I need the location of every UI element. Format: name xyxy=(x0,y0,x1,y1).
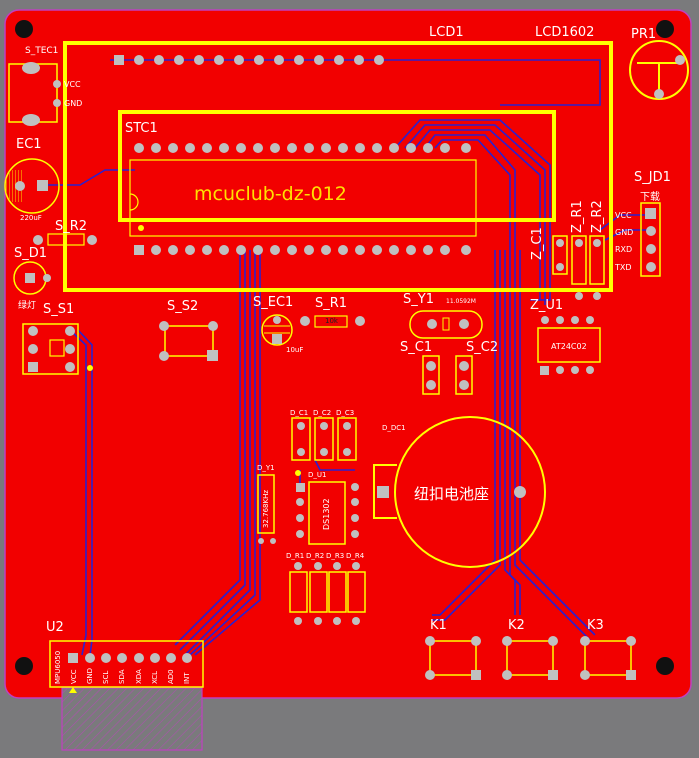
u2-pin-label: SCL xyxy=(102,670,110,684)
s-c2-footprint xyxy=(455,355,473,395)
d-r3-designator: D_R3 xyxy=(326,552,345,560)
k-buttons-footprints xyxy=(425,636,636,680)
s-jd1-note: 下载 xyxy=(640,192,660,203)
traces xyxy=(45,59,652,656)
u2-pin-label: AD0 xyxy=(167,669,175,684)
d-dc1-designator: D_DC1 xyxy=(382,424,406,432)
s-ec1-designator: S_EC1 xyxy=(253,295,294,310)
u2-pin-label: VCC xyxy=(70,669,78,684)
battery-holder-footprint xyxy=(373,416,546,568)
s-s2-designator: S_S2 xyxy=(167,299,199,314)
s-c2-designator: S_C2 xyxy=(466,340,499,355)
s-jd1-footprint xyxy=(640,202,661,277)
d-r1-designator: D_R1 xyxy=(286,552,305,560)
stc1-pads-bottom xyxy=(134,245,471,255)
jd-gnd-label: GND xyxy=(615,228,634,237)
s-ec1-footprint xyxy=(261,314,293,346)
d-r-footprints xyxy=(289,562,366,625)
d-u1-footprint xyxy=(296,481,359,545)
d-c-footprints xyxy=(291,417,357,461)
k1-designator: K1 xyxy=(430,618,447,633)
d-y1-designator: D_Y1 xyxy=(257,464,275,472)
u2-footprint xyxy=(49,640,204,693)
s-r2-footprint xyxy=(33,233,97,246)
lcd-header-pads xyxy=(114,55,384,65)
u2-pin-label: XCL xyxy=(151,670,159,684)
pr1-designator: PR1 xyxy=(631,27,657,42)
u2-pin-label: GND xyxy=(86,667,94,684)
tec-vcc-label: VCC xyxy=(64,80,81,89)
s-s1-designator: S_S1 xyxy=(43,302,75,317)
d-u1-part: DS1302 xyxy=(322,498,331,530)
lcd1-outline xyxy=(63,41,613,292)
s-d1-footprint xyxy=(13,261,51,295)
s-r2-designator: S_R2 xyxy=(55,219,88,234)
lcd1-designator: LCD1 xyxy=(429,25,464,40)
s-r1-value: 10k xyxy=(325,317,338,325)
u2-pin-label: SDA xyxy=(118,669,126,685)
s-s2-footprint xyxy=(159,321,218,361)
d-r2-designator: D_R2 xyxy=(306,552,325,560)
ec1-designator: EC1 xyxy=(16,137,42,152)
s-c1-designator: S_C1 xyxy=(400,340,433,355)
lcd1602-label: LCD1602 xyxy=(535,25,595,40)
z-c1-footprint xyxy=(552,235,568,275)
stc1-pads-top xyxy=(134,143,471,153)
d-y1-value: 32.768KHz xyxy=(262,489,270,528)
z-r2-designator: Z_R2 xyxy=(590,200,605,233)
u2-pin-label: INT xyxy=(183,672,191,684)
s-y1-value: 11.0592M xyxy=(446,298,476,305)
stc1-body xyxy=(129,159,477,237)
u2-part: MPU6050 xyxy=(54,650,62,684)
jd-rxd-label: RXD xyxy=(615,245,633,254)
d-c2-designator: D_C2 xyxy=(313,409,332,417)
s-r1-footprint xyxy=(300,315,365,328)
u2-pin-label: XDA xyxy=(135,669,143,684)
d-y1-footprint xyxy=(257,474,276,544)
s-s1-footprint xyxy=(22,323,79,375)
d-c1-designator: D_C1 xyxy=(290,409,309,417)
z-u1-footprint xyxy=(537,316,601,375)
k3-designator: K3 xyxy=(587,618,604,633)
tec-gnd-label: GND xyxy=(64,99,83,108)
z-u1-designator: Z_U1 xyxy=(530,298,564,313)
z-r2-footprint xyxy=(589,235,605,300)
ec1-value: 220uF xyxy=(20,214,42,222)
battery-label: 纽扣电池座 xyxy=(414,485,490,503)
s-r1-designator: S_R1 xyxy=(315,296,348,311)
pr1-footprint xyxy=(629,40,689,100)
z-c1-designator: Z_C1 xyxy=(530,227,545,260)
s-tec1-designator: S_TEC1 xyxy=(25,46,59,56)
board-id-text: mcuclub-dz-012 xyxy=(194,183,347,205)
stc1-designator: STC1 xyxy=(125,121,158,136)
s-y1-designator: S_Y1 xyxy=(403,292,434,307)
s-jd1-designator: S_JD1 xyxy=(634,170,671,185)
d-u1-designator: D_U1 xyxy=(308,471,327,479)
mounting-holes xyxy=(15,20,674,675)
jd-txd-label: TXD xyxy=(615,263,632,272)
z-r1-designator: Z_R1 xyxy=(570,200,585,233)
s-ec1-value: 10uF xyxy=(286,346,304,354)
k2-designator: K2 xyxy=(508,618,525,633)
s-tec1-footprint xyxy=(8,62,61,126)
u2-designator: U2 xyxy=(46,620,64,635)
jd-vcc-label: VCC xyxy=(615,211,632,220)
s-y1-footprint xyxy=(409,310,483,339)
ec1-footprint xyxy=(4,158,60,214)
s-c1-footprint xyxy=(422,355,440,395)
d-r4-designator: D_R4 xyxy=(346,552,365,560)
z-u1-part: AT24C02 xyxy=(551,342,587,351)
s-d1-note: 绿灯 xyxy=(18,301,37,311)
z-r1-footprint xyxy=(571,235,587,300)
d-c3-designator: D_C3 xyxy=(336,409,355,417)
s-d1-designator: S_D1 xyxy=(14,246,48,261)
stc1-outline xyxy=(118,110,556,222)
